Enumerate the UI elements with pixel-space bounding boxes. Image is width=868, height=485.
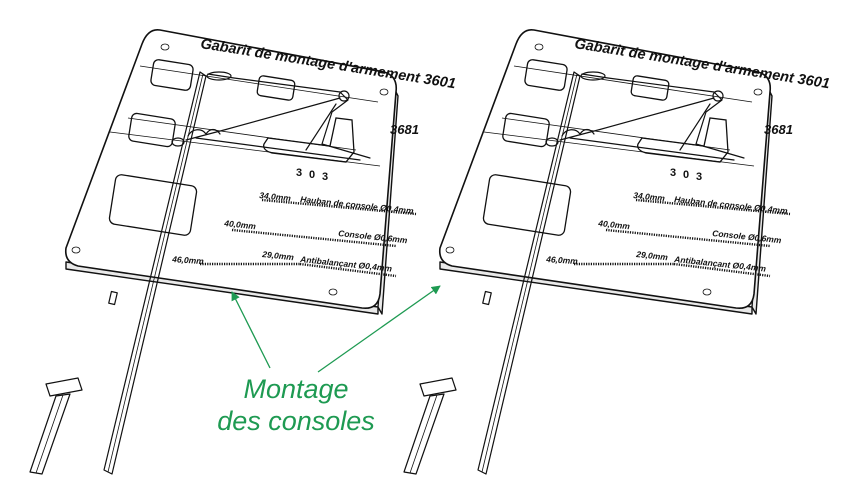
guide-grooves xyxy=(109,65,381,167)
plate-cutouts xyxy=(108,59,355,236)
model-number: 3681 xyxy=(764,122,793,137)
caption-line-2: des consoles xyxy=(217,406,375,436)
digit-3: 3 xyxy=(322,171,328,183)
mounting-holes xyxy=(71,43,389,296)
dim-console: 40,0mm xyxy=(597,218,631,231)
mast-rod xyxy=(29,71,207,475)
caption-arrows xyxy=(231,285,441,373)
digit-3: 3 xyxy=(696,171,702,183)
model-number: 3681 xyxy=(390,122,419,137)
digit-2: 0 xyxy=(683,169,689,181)
jig-right: Gabarit de montage d'armement 3601 3681 … xyxy=(403,28,831,475)
dim-antibalancant: 46,0mm xyxy=(171,254,205,266)
plate-cutouts xyxy=(482,59,729,236)
dimension-lines xyxy=(200,198,417,278)
dim-antibalancant: 46,0mm xyxy=(545,254,579,266)
jig-left: Gabarit de montage d'armement 3601 3681 … xyxy=(29,28,457,475)
console-assembly xyxy=(545,71,745,161)
console-assembly xyxy=(171,71,371,161)
dim-hauban: 34,0mm xyxy=(259,190,292,203)
caption-line-1: Montage xyxy=(243,374,349,404)
mast-rod xyxy=(403,71,581,475)
index-digits: 3 0 3 xyxy=(296,167,328,183)
guide-grooves xyxy=(483,65,755,167)
arrow-to-right-jig xyxy=(317,285,441,373)
digit-2: 0 xyxy=(309,169,315,181)
index-digits: 3 0 3 xyxy=(670,167,702,183)
dim-antibalancant-2: 29,0mm xyxy=(261,249,295,262)
arrow-to-left-jig xyxy=(231,291,271,369)
mounting-holes xyxy=(445,43,763,296)
digit-1: 3 xyxy=(670,167,676,179)
dim-antibalancant-2: 29,0mm xyxy=(635,249,669,262)
digit-1: 3 xyxy=(296,167,302,179)
dim-hauban: 34,0mm xyxy=(633,190,666,203)
dim-console: 40,0mm xyxy=(223,218,257,231)
dimension-lines xyxy=(574,198,791,278)
